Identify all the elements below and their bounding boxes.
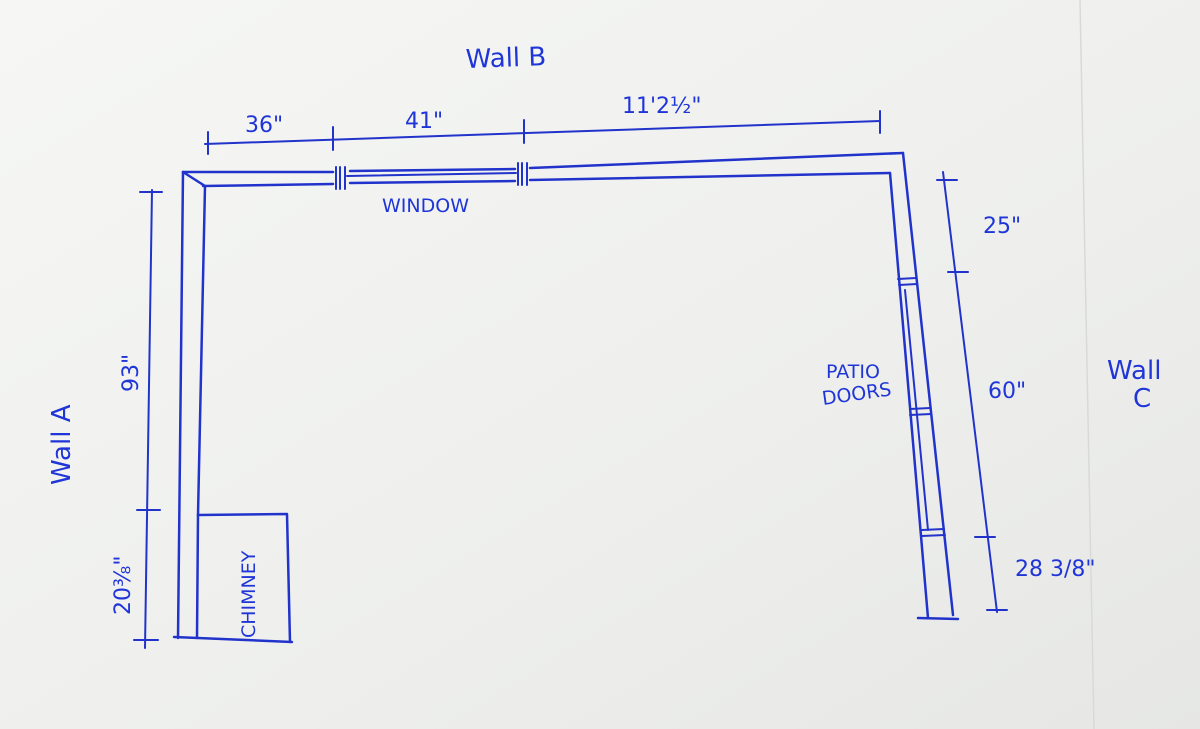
dim-line-top [204,110,881,155]
wall-b [181,151,905,188]
dim-right-1: 25" [983,214,1021,239]
patio-label-line1: PATIO [826,361,880,383]
wall-c [888,151,960,621]
dim-right-2: 60" [988,379,1026,404]
dim-left-2: 20⅜" [111,556,136,615]
wall-b-label: Wall B [465,42,547,75]
dim-left-1: 93" [119,354,144,392]
wall-c-label-line2: C [1133,384,1151,414]
window-label: WINDOW [382,195,469,217]
dim-right-3: 28 3/8" [1015,557,1096,582]
dim-top-2: 41" [405,109,443,134]
patio-doors [897,277,946,537]
dim-line-right [936,171,1008,613]
paper-fold-line [1079,0,1095,729]
wall-a-label: Wall A [47,404,77,485]
dim-line-left [133,189,163,649]
dim-top-1: 36" [245,113,283,138]
window [335,162,528,190]
dim-top-3: 11'2½" [622,94,701,119]
wall-a [172,170,294,644]
chimney-label: CHIMNEY [238,550,260,638]
wall-c-label-line1: Wall [1107,356,1161,386]
chimney [195,512,292,644]
